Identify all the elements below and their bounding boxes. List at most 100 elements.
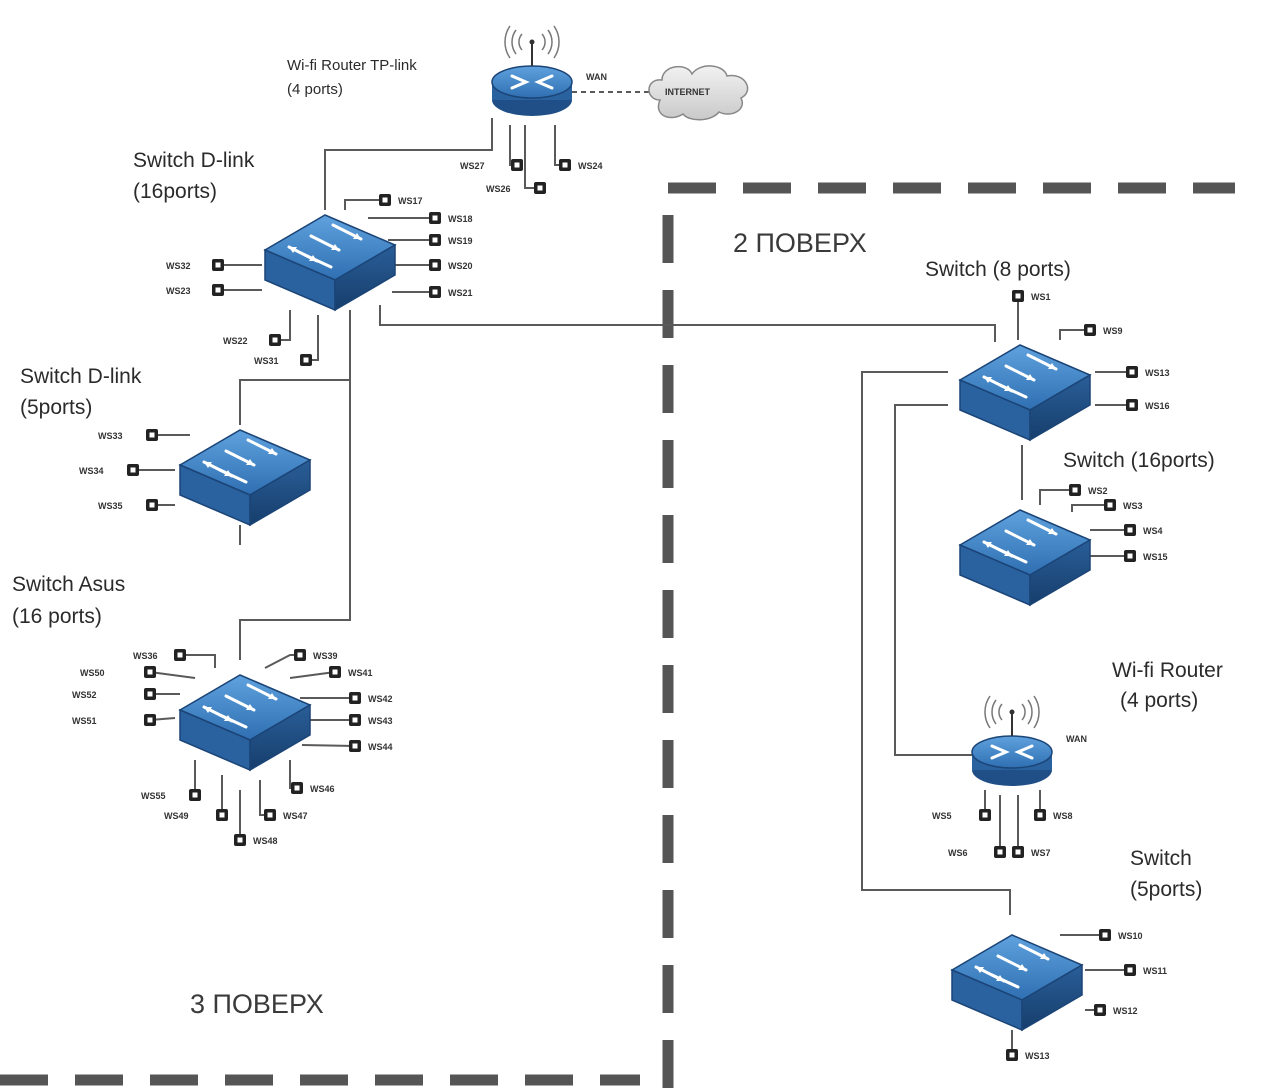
ws-label: WS21 <box>448 288 473 298</box>
workstation-icon <box>127 464 139 476</box>
switch-dlink16-title: Switch D-link <box>133 149 255 172</box>
switch-5-title: Switch <box>1130 847 1192 870</box>
workstation-icon <box>1124 964 1136 976</box>
workstation-icon <box>1012 846 1024 858</box>
workstation-icon <box>300 354 312 366</box>
workstation-icon <box>1012 290 1024 302</box>
wan-label: WAN <box>586 72 607 82</box>
ws-label: WS47 <box>283 811 308 821</box>
router-wifi[interactable]: WAN Wi-fi Router (4 ports) <box>970 659 1223 788</box>
ws-label: WS12 <box>1113 1006 1138 1016</box>
workstation-icon <box>429 259 441 271</box>
workstation-icon <box>216 809 228 821</box>
router-icon <box>490 24 574 118</box>
workstation-icon <box>534 182 546 194</box>
switch-dlink5-workstations: WS33 WS34 WS35 <box>79 429 158 511</box>
workstation-icon <box>144 666 156 678</box>
ws-label: WS18 <box>448 214 473 224</box>
switch-8-ports[interactable]: Switch (8 ports) <box>925 258 1092 442</box>
workstation-icon <box>1069 484 1081 496</box>
switch-5-ports[interactable]: Switch (5ports) <box>950 847 1202 1032</box>
workstation-icon <box>1104 499 1116 511</box>
switch-dlink-5[interactable]: Switch D-link (5ports) <box>20 365 312 527</box>
workstation-icon <box>1084 324 1096 336</box>
ws-label: WS48 <box>253 836 278 846</box>
ws-label: WS7 <box>1031 848 1051 858</box>
internet-cloud: INTERNET <box>648 65 749 121</box>
ws-label: WS10 <box>1118 931 1143 941</box>
workstation-icon <box>429 286 441 298</box>
ws-label: WS2 <box>1088 486 1108 496</box>
wan-label: WAN <box>1066 734 1087 744</box>
ws-label: WS34 <box>79 466 104 476</box>
switch-asus-workstations: WS36 WS39 WS50 WS41 WS52 WS42 WS51 WS43 … <box>72 649 393 846</box>
workstation-icon <box>212 259 224 271</box>
ws-label: WS33 <box>98 431 123 441</box>
workstation-icon <box>189 789 201 801</box>
ws-label: WS4 <box>1143 526 1163 536</box>
ws-label: WS46 <box>310 784 335 794</box>
switch-dlink16-ports: (16ports) <box>133 180 217 203</box>
switch-5-ports: (5ports) <box>1130 878 1202 901</box>
workstation-icon <box>212 284 224 296</box>
ws-label: WS26 <box>486 184 511 194</box>
switch-8-workstations: WS1 WS9 WS13 WS16 <box>1012 290 1170 411</box>
workstation-icon <box>1126 399 1138 411</box>
workstation-icon <box>144 688 156 700</box>
switch-asus[interactable]: Switch Asus (16 ports) <box>12 573 312 772</box>
workstation-icon <box>329 666 341 678</box>
switch-16-ports[interactable]: Switch (16ports) <box>958 449 1215 607</box>
ws-label: WS8 <box>1053 811 1073 821</box>
workstation-icon <box>1126 366 1138 378</box>
workstation-icon <box>559 159 571 171</box>
ws-label: WS1 <box>1031 292 1051 302</box>
floor-2-label: 2 ПОВЕРХ <box>733 228 867 258</box>
workstation-icon <box>144 714 156 726</box>
switch-8-title: Switch (8 ports) <box>925 258 1071 281</box>
ws-label: WS41 <box>348 668 373 678</box>
switch-icon <box>178 673 312 772</box>
router-tp-title: Wi-fi Router TP-link <box>287 57 417 74</box>
internet-label: INTERNET <box>665 87 711 97</box>
ws-label: WS17 <box>398 196 423 206</box>
switch-asus-ports: (16 ports) <box>12 605 102 628</box>
workstation-icon <box>379 194 391 206</box>
cloud-icon <box>648 65 749 121</box>
switch-dlink-16[interactable]: Switch D-link (16ports) <box>133 149 397 312</box>
ws-label: WS50 <box>80 668 105 678</box>
workstation-icon <box>1099 929 1111 941</box>
switch-dlink5-ports: (5ports) <box>20 396 92 419</box>
ws-label: WS44 <box>368 742 393 752</box>
router-tp-link[interactable]: WAN Wi-fi Router TP-link (4 ports) <box>287 24 607 118</box>
workstation-icon <box>429 212 441 224</box>
workstation-icon <box>264 809 276 821</box>
switch-dlink16-workstations: WS17 WS18 WS19 WS20 WS21 WS32 WS23 WS22 … <box>166 194 473 366</box>
router-tp-workstations: WS27 WS26 WS24 <box>460 159 603 194</box>
switch-5-workstations: WS10 WS11 WS12 WS13 <box>1006 929 1167 1061</box>
switch-icon <box>950 933 1084 1032</box>
ws-label: WS32 <box>166 261 191 271</box>
ws-label: WS13 <box>1145 368 1170 378</box>
switch-16-title: Switch (16ports) <box>1063 449 1215 472</box>
ws-label: WS49 <box>164 811 189 821</box>
workstation-icon <box>1124 524 1136 536</box>
workstation-icon <box>1094 1004 1106 1016</box>
ws-label: WS9 <box>1103 326 1123 336</box>
ws-label: WS51 <box>72 716 97 726</box>
ws-label: WS3 <box>1123 501 1143 511</box>
ws-label: WS15 <box>1143 552 1168 562</box>
workstation-icon <box>1034 809 1046 821</box>
workstation-icon <box>174 649 186 661</box>
ws-label: WS16 <box>1145 401 1170 411</box>
workstation-icon <box>349 714 361 726</box>
ws-label: WS19 <box>448 236 473 246</box>
switch-16-workstations: WS2 WS3 WS4 WS15 <box>1069 484 1168 562</box>
ws-label: WS55 <box>141 791 166 801</box>
workstation-icon <box>429 234 441 246</box>
switch-icon <box>958 343 1092 442</box>
router-tp-ports: (4 ports) <box>287 81 343 98</box>
workstation-icon <box>269 334 281 346</box>
router-icon <box>970 694 1054 788</box>
